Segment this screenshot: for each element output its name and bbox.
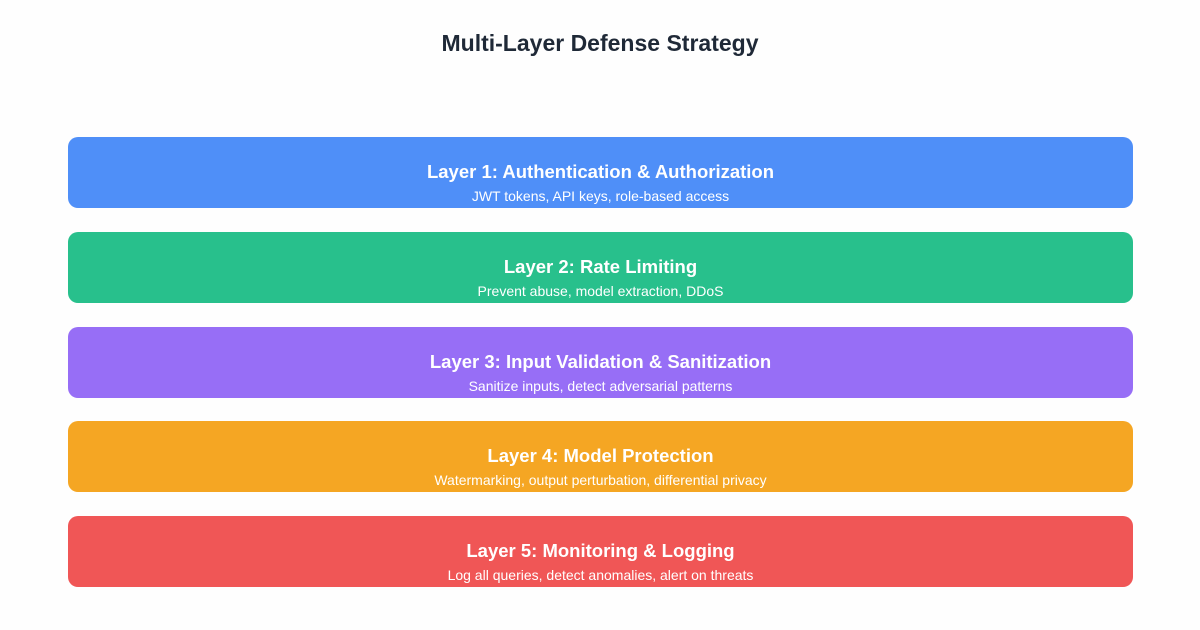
layer-name: Layer 2: Rate Limiting [503, 256, 698, 277]
layer-name: Layer 1: Authentication & Authorization [426, 161, 775, 182]
layer-description: Log all queries, detect anomalies, alert… [447, 567, 754, 583]
layer-description: JWT tokens, API keys, role-based access [471, 188, 730, 204]
layer-5-monitoring: Layer 5: Monitoring & Logging Log all qu… [68, 516, 1133, 587]
layer-3-input-validation: Layer 3: Input Validation & Sanitization… [68, 327, 1133, 398]
layer-name: Layer 4: Model Protection [487, 445, 714, 466]
diagram-title: Multi-Layer Defense Strategy [441, 30, 759, 56]
layer-name: Layer 3: Input Validation & Sanitization [429, 351, 772, 372]
layer-description: Sanitize inputs, detect adversarial patt… [468, 378, 733, 394]
layer-2-rate-limiting: Layer 2: Rate Limiting Prevent abuse, mo… [68, 232, 1133, 303]
layer-4-model-protection: Layer 4: Model Protection Watermarking, … [68, 421, 1133, 492]
layer-name: Layer 5: Monitoring & Logging [466, 540, 735, 561]
layer-1-authentication: Layer 1: Authentication & Authorization … [68, 137, 1133, 208]
layer-description: Prevent abuse, model extraction, DDoS [477, 283, 724, 299]
layer-description: Watermarking, output perturbation, diffe… [434, 472, 767, 488]
